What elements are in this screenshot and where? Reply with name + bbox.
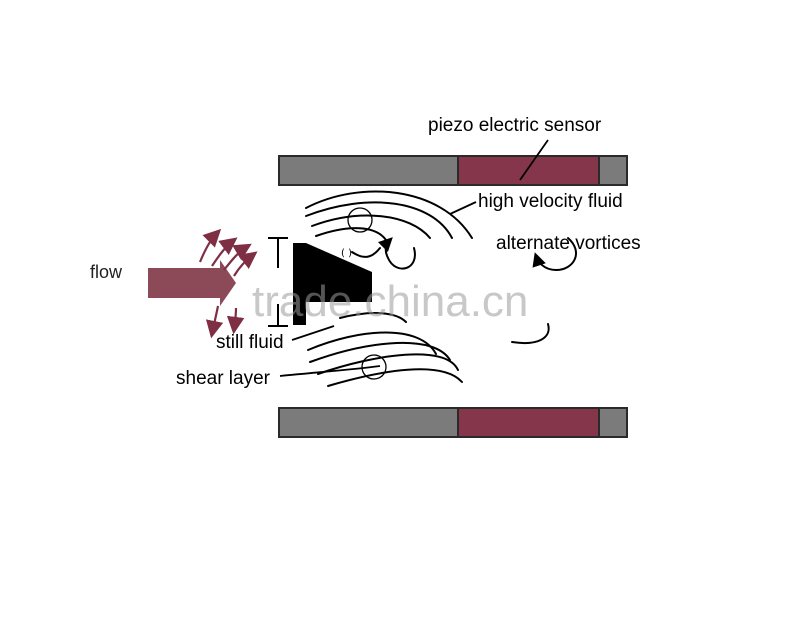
- sensor-leader-line: [519, 139, 549, 181]
- height-marker: [268, 237, 288, 327]
- top-piezo-sensor: [457, 155, 600, 186]
- upper-shear-circle: [347, 207, 373, 233]
- high-velocity-label: high velocity fluid: [478, 191, 623, 212]
- bluff-body: [293, 243, 372, 325]
- still-fluid-label: still fluid: [216, 332, 284, 353]
- upper-streamlines: [305, 190, 473, 258]
- downstream-vortex-arc: [511, 323, 550, 344]
- watermark: trade.china.cn: [252, 277, 528, 326]
- upper-deflection-arrows: [198, 228, 258, 277]
- bottom-pipe-wall: [278, 407, 628, 438]
- shear-layer-label: shear layer: [176, 368, 271, 389]
- lower-shear-circle: [361, 354, 387, 380]
- lower-streamlines: [307, 312, 463, 387]
- alternate-vortices-label: alternate vortices: [496, 233, 641, 254]
- high-velocity-leader: [449, 201, 477, 215]
- lower-deflection-arrows: [205, 305, 245, 339]
- flow-label: flow: [90, 262, 123, 282]
- top-pipe-wall: [278, 155, 628, 186]
- bottom-piezo-sensor: [457, 407, 600, 438]
- upper-vortex-arrow: [377, 237, 416, 270]
- flow-arrow: [148, 260, 236, 306]
- still-fluid-leader: [291, 325, 335, 341]
- sensor-label: piezo electric sensor: [428, 115, 602, 136]
- small-vortex-glyph: ( ): [341, 248, 352, 259]
- shear-layer-leader: [279, 365, 381, 377]
- alternate-vortices-arrow: [532, 237, 577, 272]
